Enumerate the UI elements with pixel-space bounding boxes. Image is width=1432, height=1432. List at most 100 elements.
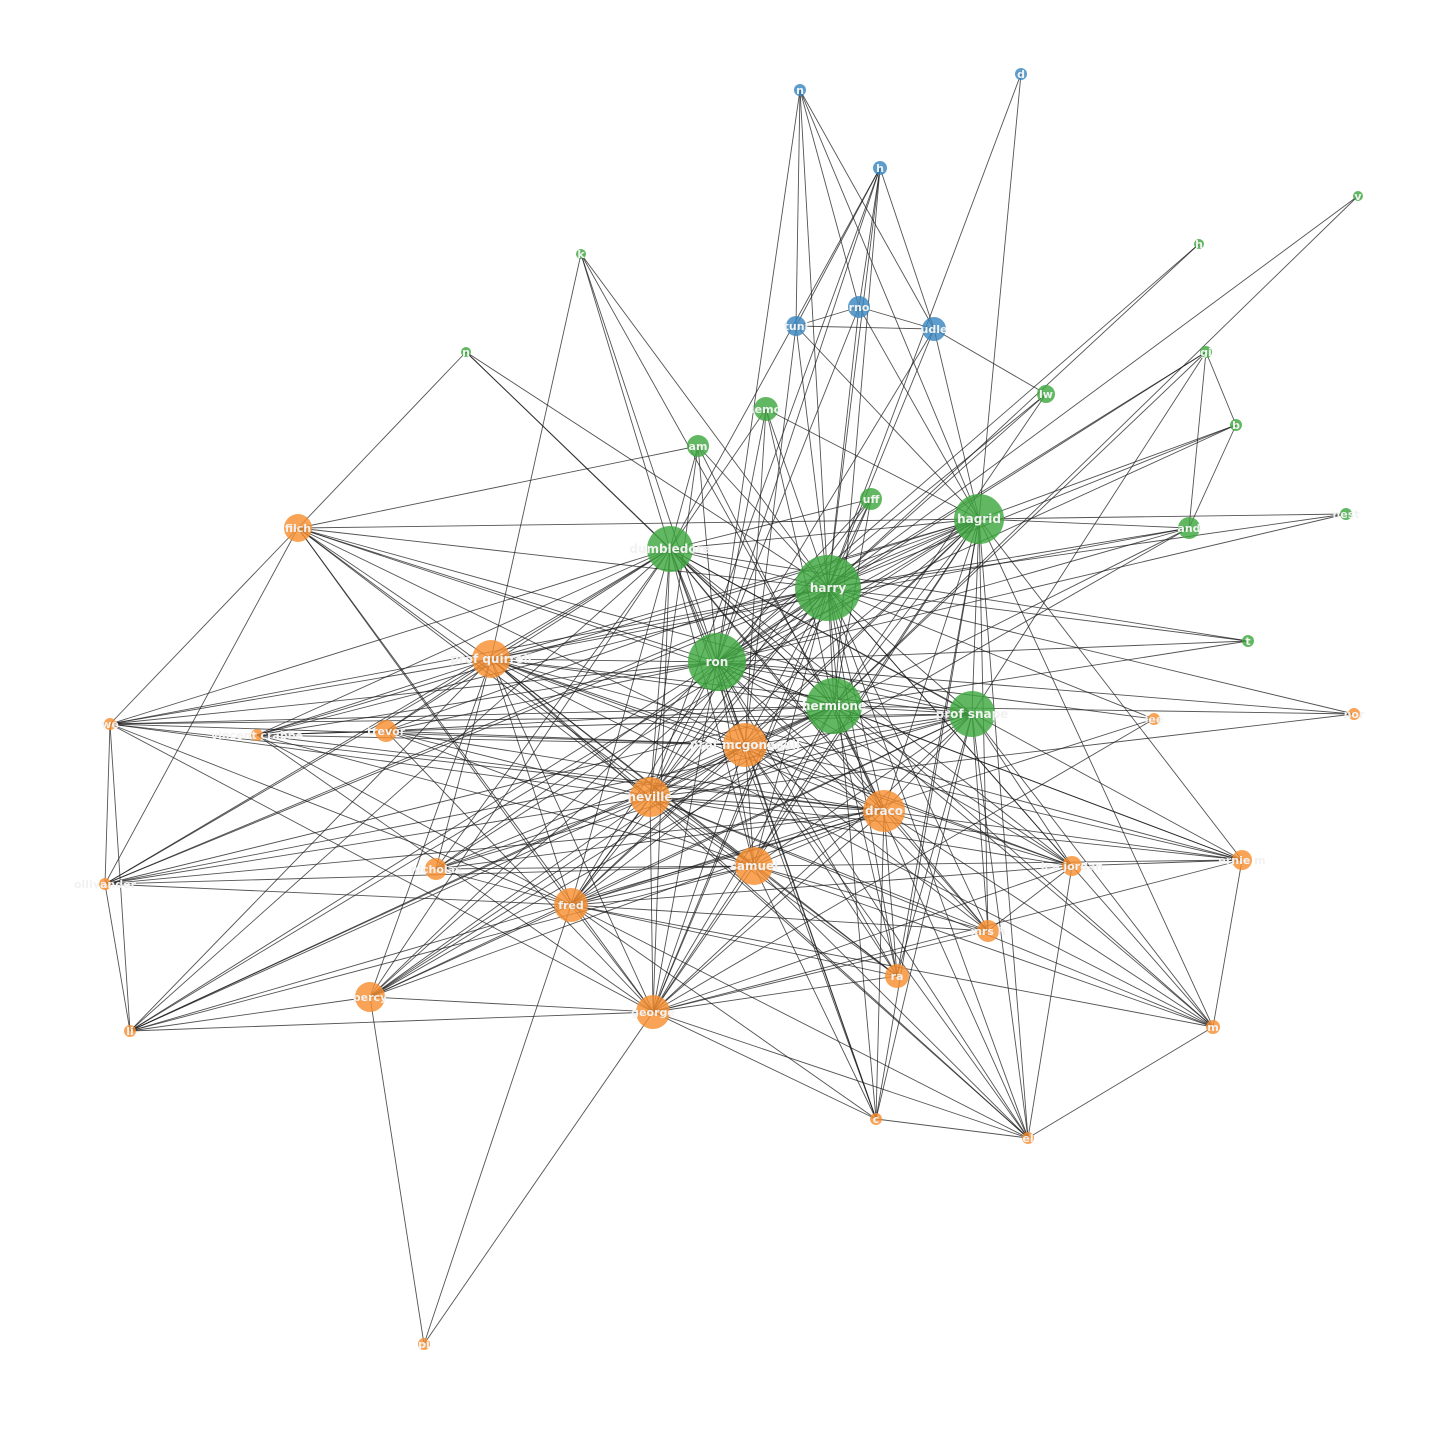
- node-hermione[interactable]: hermione: [802, 678, 866, 734]
- node-g_am[interactable]: am: [687, 435, 709, 457]
- node-circle[interactable]: [647, 526, 693, 572]
- node-circle[interactable]: [687, 435, 709, 457]
- node-circle[interactable]: [795, 555, 861, 621]
- node-draco[interactable]: draco: [863, 790, 905, 832]
- node-g_gi[interactable]: gi: [1200, 346, 1212, 359]
- node-circle[interactable]: [863, 790, 905, 832]
- node-circle[interactable]: [1200, 346, 1212, 358]
- node-samuel[interactable]: samuel: [730, 847, 779, 885]
- node-quirrell[interactable]: prof quirrell: [450, 640, 532, 678]
- node-circle[interactable]: [472, 640, 510, 678]
- node-circle[interactable]: [1353, 191, 1363, 201]
- node-petunia[interactable]: tuni: [784, 316, 809, 336]
- node-circle[interactable]: [1206, 1020, 1220, 1034]
- node-g_and[interactable]: and: [1177, 517, 1201, 539]
- node-circle[interactable]: [806, 678, 862, 734]
- node-circle[interactable]: [124, 1025, 136, 1037]
- node-g_b[interactable]: b: [1230, 419, 1242, 432]
- node-g_lw[interactable]: lw: [1037, 385, 1055, 403]
- node-g_n[interactable]: n: [461, 346, 471, 359]
- node-o_far[interactable]: nor: [1344, 708, 1365, 721]
- node-circle[interactable]: [873, 161, 887, 175]
- node-circle[interactable]: [251, 729, 263, 741]
- node-hagrid[interactable]: hagrid: [954, 494, 1004, 544]
- node-circle[interactable]: [554, 888, 588, 922]
- node-circle[interactable]: [870, 1113, 882, 1125]
- node-george[interactable]: george: [631, 995, 675, 1029]
- node-o_hooch[interactable]: mrs h: [970, 920, 1006, 942]
- node-o_pf[interactable]: pi: [418, 1338, 430, 1351]
- node-filch[interactable]: filch: [284, 514, 312, 542]
- node-circle[interactable]: [688, 633, 746, 691]
- node-circle[interactable]: [576, 249, 586, 259]
- node-circle[interactable]: [954, 494, 1004, 544]
- node-circle[interactable]: [1015, 68, 1027, 80]
- node-circle[interactable]: [1348, 708, 1360, 720]
- node-o_nich[interactable]: nicholas: [410, 858, 462, 880]
- node-circle[interactable]: [1062, 856, 1082, 876]
- node-g_v[interactable]: v: [1353, 190, 1363, 203]
- node-g_h[interactable]: h: [1194, 238, 1204, 251]
- node-circle[interactable]: [1194, 239, 1204, 249]
- node-o_jordan[interactable]: lee jordan: [1041, 856, 1103, 876]
- node-circle[interactable]: [922, 317, 946, 341]
- node-circle[interactable]: [977, 920, 999, 942]
- node-fred[interactable]: fred: [554, 888, 588, 922]
- node-vern2[interactable]: rno: [848, 296, 870, 318]
- node-o_left[interactable]: we: [101, 718, 119, 731]
- node-circle[interactable]: [1242, 635, 1254, 647]
- node-g_uff[interactable]: uff: [860, 488, 882, 510]
- node-o_bl[interactable]: li: [124, 1025, 136, 1038]
- node-circle[interactable]: [99, 878, 111, 890]
- node-trevor[interactable]: trevor: [367, 720, 406, 742]
- node-crabbe[interactable]: vincent crabbe: [211, 729, 303, 742]
- node-dumbledore[interactable]: dumbledore: [629, 526, 711, 572]
- node-circle[interactable]: [786, 316, 806, 336]
- node-circle[interactable]: [1148, 713, 1160, 725]
- node-o_lee[interactable]: lee: [1145, 713, 1164, 726]
- node-dudley_top[interactable]: d: [1015, 68, 1027, 81]
- node-circle[interactable]: [1340, 508, 1352, 520]
- node-o_br[interactable]: m: [1206, 1020, 1220, 1034]
- node-o_ollivander[interactable]: ollivander: [74, 878, 137, 891]
- node-o_b1[interactable]: c: [870, 1113, 882, 1126]
- node-percy[interactable]: percy: [353, 982, 387, 1012]
- node-g_t[interactable]: t: [1242, 635, 1254, 648]
- node-circle[interactable]: [949, 691, 995, 737]
- node-circle[interactable]: [630, 777, 670, 817]
- node-dudley[interactable]: udle: [921, 317, 948, 341]
- node-circle[interactable]: [1178, 517, 1200, 539]
- node-o_b2[interactable]: el: [1022, 1132, 1034, 1145]
- node-harry[interactable]: harry: [795, 555, 861, 621]
- node-o_ernie[interactable]: ernie m: [1218, 850, 1266, 870]
- node-circle[interactable]: [461, 347, 471, 357]
- node-circle[interactable]: [754, 397, 778, 421]
- node-circle[interactable]: [1022, 1132, 1034, 1144]
- node-circle[interactable]: [860, 488, 882, 510]
- node-circle[interactable]: [794, 84, 806, 96]
- node-g_nest[interactable]: nest: [1332, 508, 1360, 521]
- node-circle[interactable]: [848, 296, 870, 318]
- node-circle[interactable]: [375, 720, 397, 742]
- node-neville[interactable]: neville: [628, 777, 673, 817]
- node-circle[interactable]: [1230, 419, 1242, 431]
- node-circle[interactable]: [723, 723, 767, 767]
- node-circle[interactable]: [355, 982, 385, 1012]
- node-circle[interactable]: [284, 514, 312, 542]
- node-circle[interactable]: [735, 847, 773, 885]
- node-g_k[interactable]: k: [576, 248, 586, 261]
- node-circle[interactable]: [425, 858, 447, 880]
- node-snape[interactable]: prof snape: [936, 691, 1009, 737]
- node-circle[interactable]: [1037, 385, 1055, 403]
- node-vernon[interactable]: n: [794, 84, 806, 97]
- node-circle[interactable]: [1232, 850, 1252, 870]
- node-circle[interactable]: [636, 995, 670, 1029]
- node-g_lemo[interactable]: lemo: [751, 397, 782, 421]
- node-o_rab[interactable]: ra: [885, 964, 909, 988]
- node-circle[interactable]: [104, 718, 116, 730]
- node-circle[interactable]: [418, 1338, 430, 1350]
- node-ron[interactable]: ron: [688, 633, 746, 691]
- node-circle[interactable]: [885, 964, 909, 988]
- node-mcgonagall[interactable]: prof mcgonagall: [690, 723, 800, 767]
- node-blue3[interactable]: h: [873, 161, 887, 175]
